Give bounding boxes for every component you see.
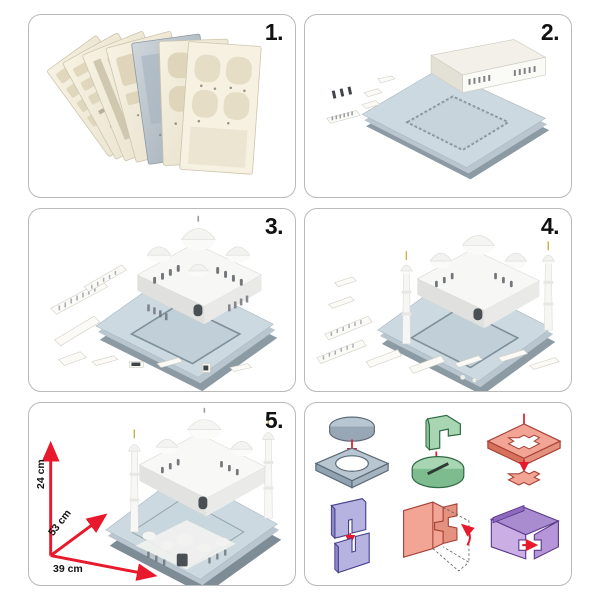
- mosque-building: [416, 235, 541, 329]
- legend-item-fold-and-interlock: [395, 494, 481, 579]
- loose-parts: [326, 75, 396, 124]
- legend-grid: [305, 403, 571, 585]
- minarets: [400, 241, 555, 345]
- rotation-arrow: [460, 523, 475, 546]
- panel-grid: 1.: [28, 14, 572, 586]
- domes: [146, 215, 251, 277]
- disc-piece: [329, 416, 375, 442]
- plate-with-round-hole: [314, 447, 390, 489]
- scene-base-plate: [305, 15, 571, 197]
- mosque-building: [136, 215, 263, 325]
- legend-item-disc-into-round-hole: [309, 409, 395, 494]
- scene-minarets: [305, 209, 571, 391]
- dimension-arrows: [41, 440, 158, 581]
- loose-parts: [316, 276, 560, 383]
- base-plate: [95, 272, 278, 391]
- scene-punch-sheets: [29, 15, 295, 197]
- panel-step-4: 4.: [304, 208, 572, 392]
- completed-mosque: [105, 407, 282, 585]
- legend-item-t-tab-into-slot: [395, 409, 481, 494]
- loose-parts: [50, 264, 253, 373]
- dimension-width-label: 39 cm: [53, 563, 83, 575]
- legend-item-cross-piece-into-cross-hole: [481, 409, 567, 494]
- step-number-4: 4.: [540, 213, 560, 239]
- open-box: [489, 504, 560, 560]
- step-number-2: 2.: [540, 19, 560, 45]
- plate-with-cross-hole: [486, 423, 562, 467]
- sheet-fan: [47, 31, 262, 175]
- disc-with-slot: [411, 456, 465, 489]
- legend-item-slot-panels-together: [309, 494, 395, 579]
- panel-step-5: 5.: [28, 402, 296, 586]
- panel-legend: [304, 402, 572, 586]
- step-number-1: 1.: [264, 19, 284, 45]
- lower-slotted-panel: [333, 532, 370, 574]
- cross-piece: [506, 470, 541, 486]
- scene-completed-model: 24 cm 53 cm 39 cm: [29, 403, 295, 585]
- step-number-3: 3.: [264, 213, 284, 239]
- panel-step-1: 1.: [28, 14, 296, 198]
- base-plate: [361, 68, 550, 180]
- t-shaped-tab: [425, 414, 461, 452]
- legend-item-box-tab-lock: [481, 494, 567, 579]
- scene-main-building: [29, 209, 295, 391]
- minaret-right: [262, 417, 275, 519]
- wall-section: [430, 39, 547, 94]
- dimension-height-label: 24 cm: [35, 459, 47, 489]
- right-panel-interlock: [434, 503, 458, 545]
- base-plate: [377, 276, 556, 391]
- panel-step-2: 2.: [304, 14, 572, 198]
- upper-slotted-panel: [330, 498, 367, 540]
- left-panel: [403, 501, 444, 558]
- minaret-left: [128, 429, 141, 533]
- panel-step-3: 3.: [28, 208, 296, 392]
- step-number-5: 5.: [264, 407, 284, 433]
